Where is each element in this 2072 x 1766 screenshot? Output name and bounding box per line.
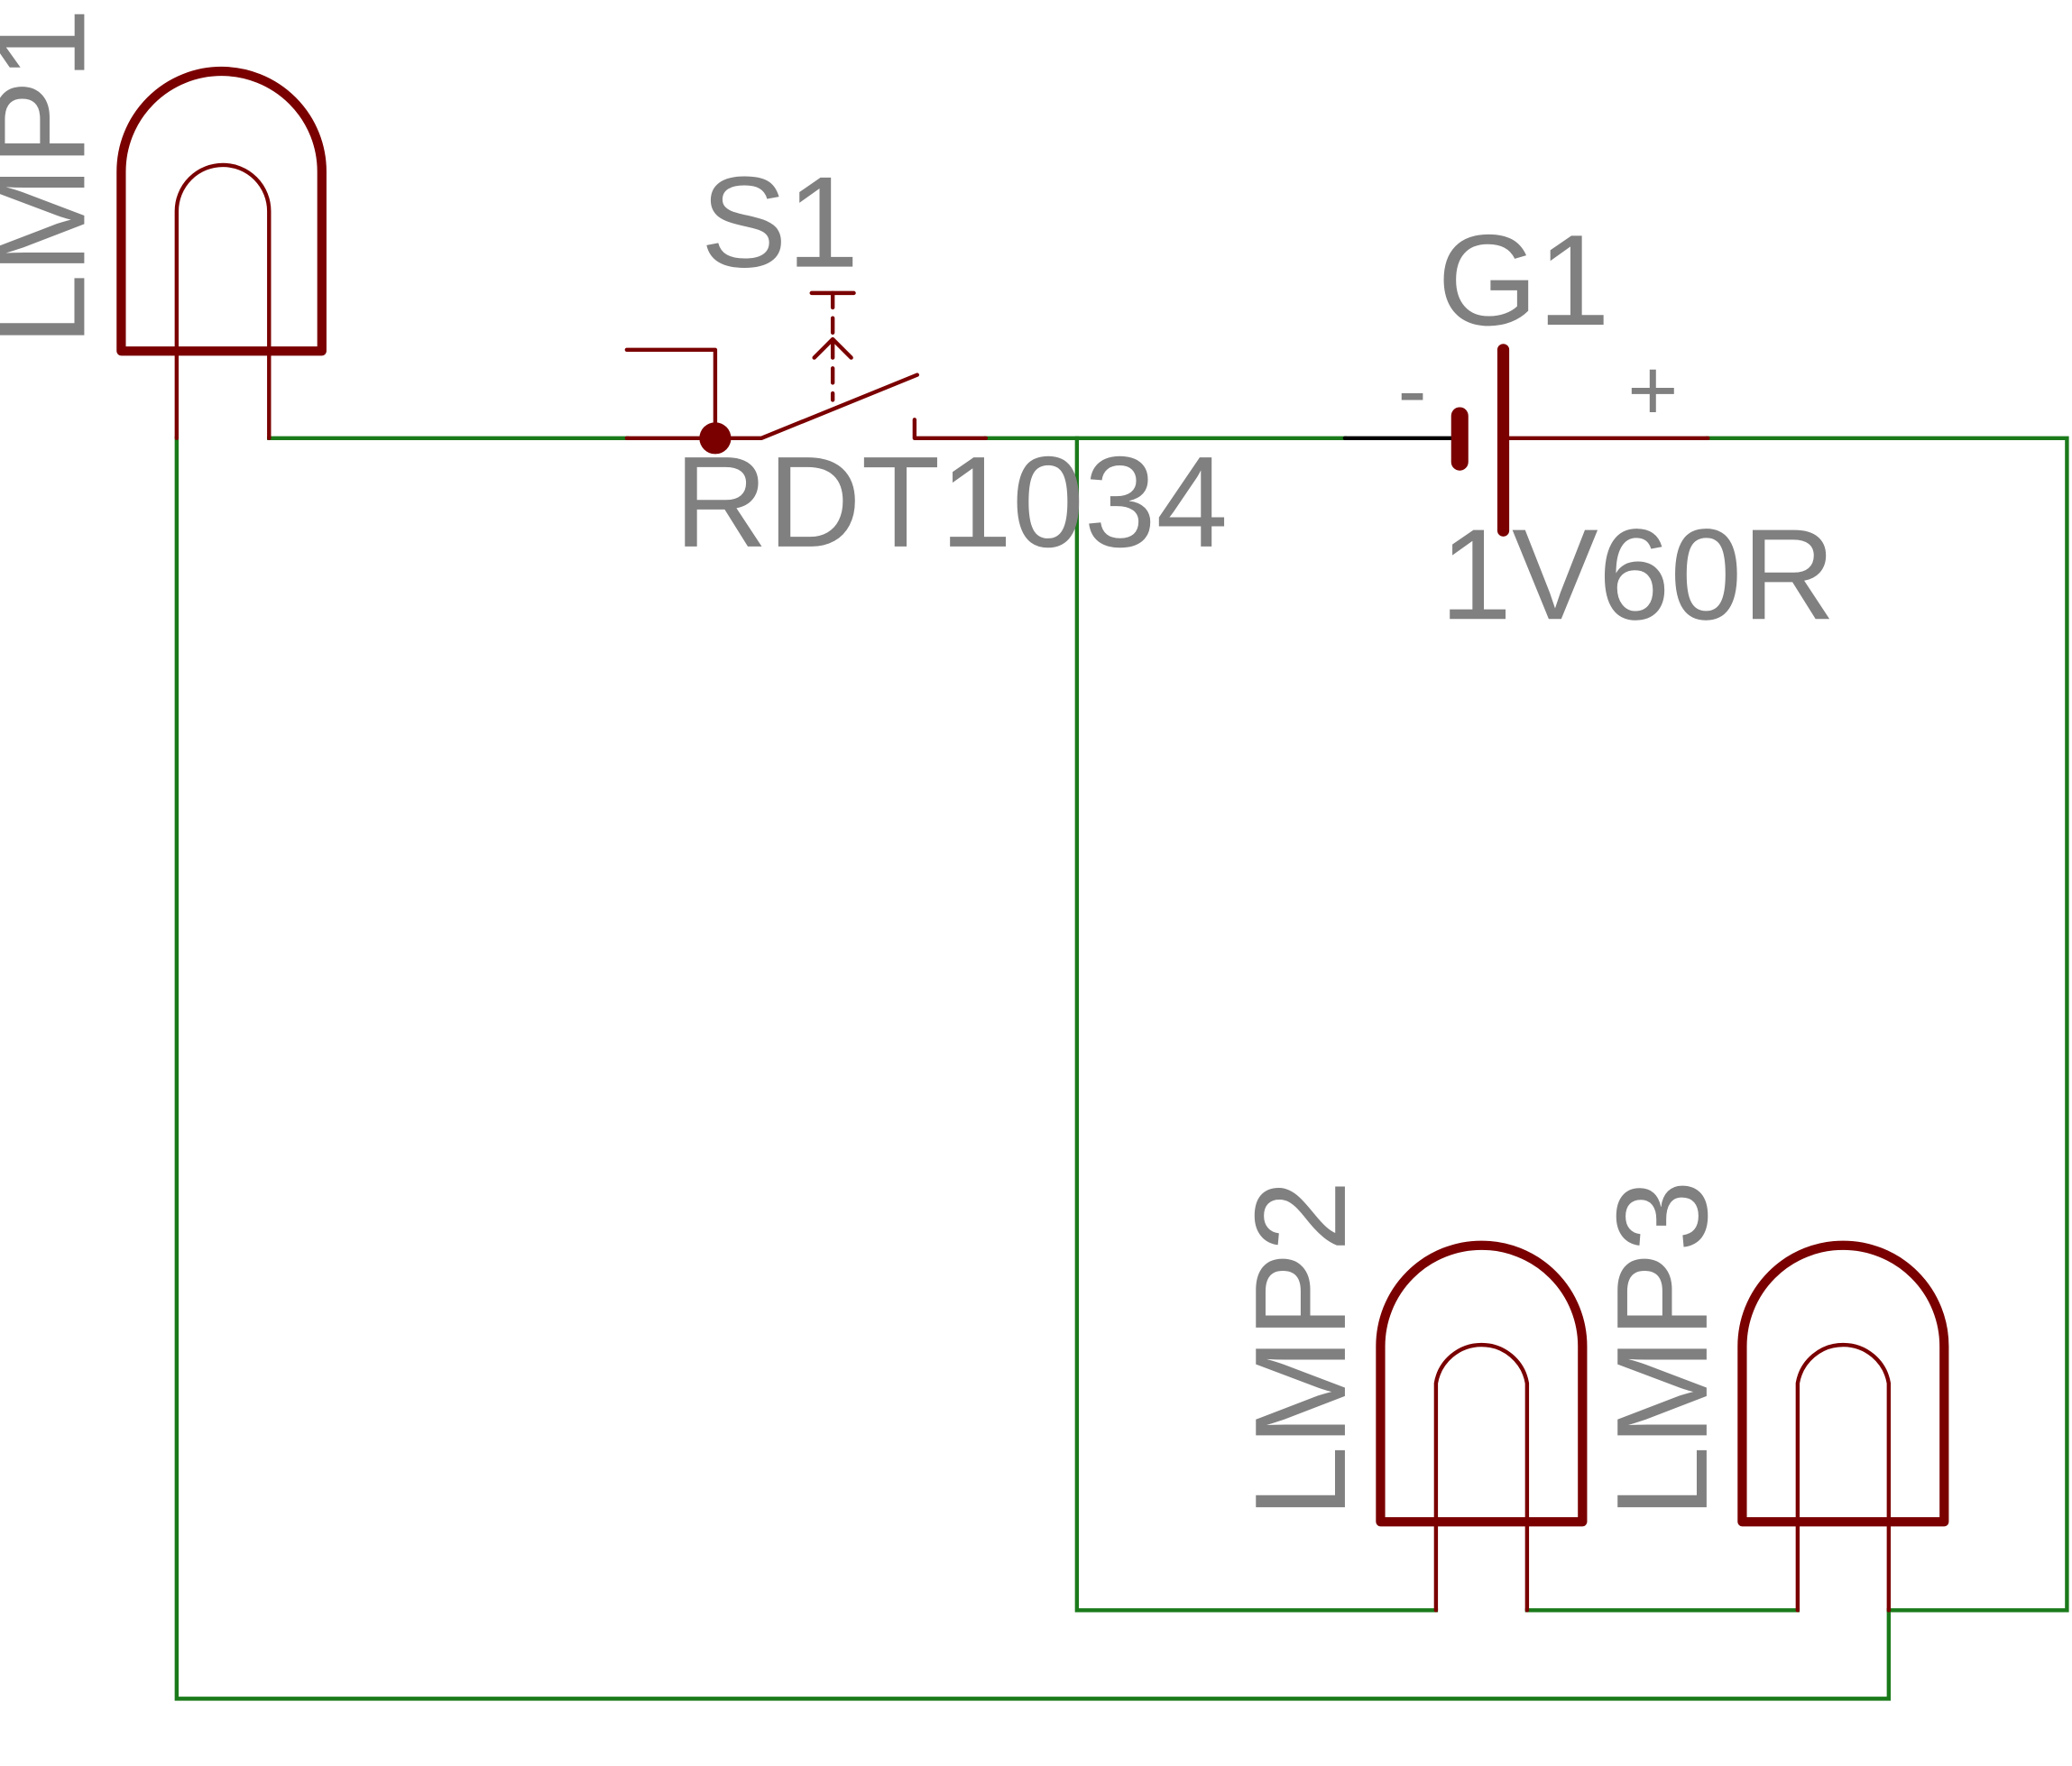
wire-junction-to-lmp2 (1074, 436, 1439, 1613)
battery-negative-mark: - (1397, 342, 1426, 438)
lmp2-label: LMP2 (1229, 1180, 1373, 1518)
s1-label: S1 (701, 151, 859, 295)
switch-s1 (624, 290, 989, 455)
switch-pivot (699, 422, 732, 455)
lamp-lmp3 (1737, 1240, 1949, 1613)
lamp-lmp2 (1376, 1240, 1588, 1613)
wires (174, 436, 2069, 1701)
battery-g1 (1342, 344, 1710, 537)
lmp1-label: LMP1 (0, 8, 112, 346)
wire-lmp1-return (174, 436, 1892, 1701)
g1-value-label: 1V60R (1440, 502, 1835, 647)
wire-battery-plus-to-lmp3 (1706, 436, 2069, 1613)
g1-label: G1 (1437, 208, 1609, 353)
s1-value-label: RDT1034 (675, 430, 1229, 575)
battery-positive-mark: + (1627, 342, 1678, 438)
lamp-lmp1 (116, 66, 327, 441)
lmp3-label: LMP3 (1590, 1180, 1735, 1518)
